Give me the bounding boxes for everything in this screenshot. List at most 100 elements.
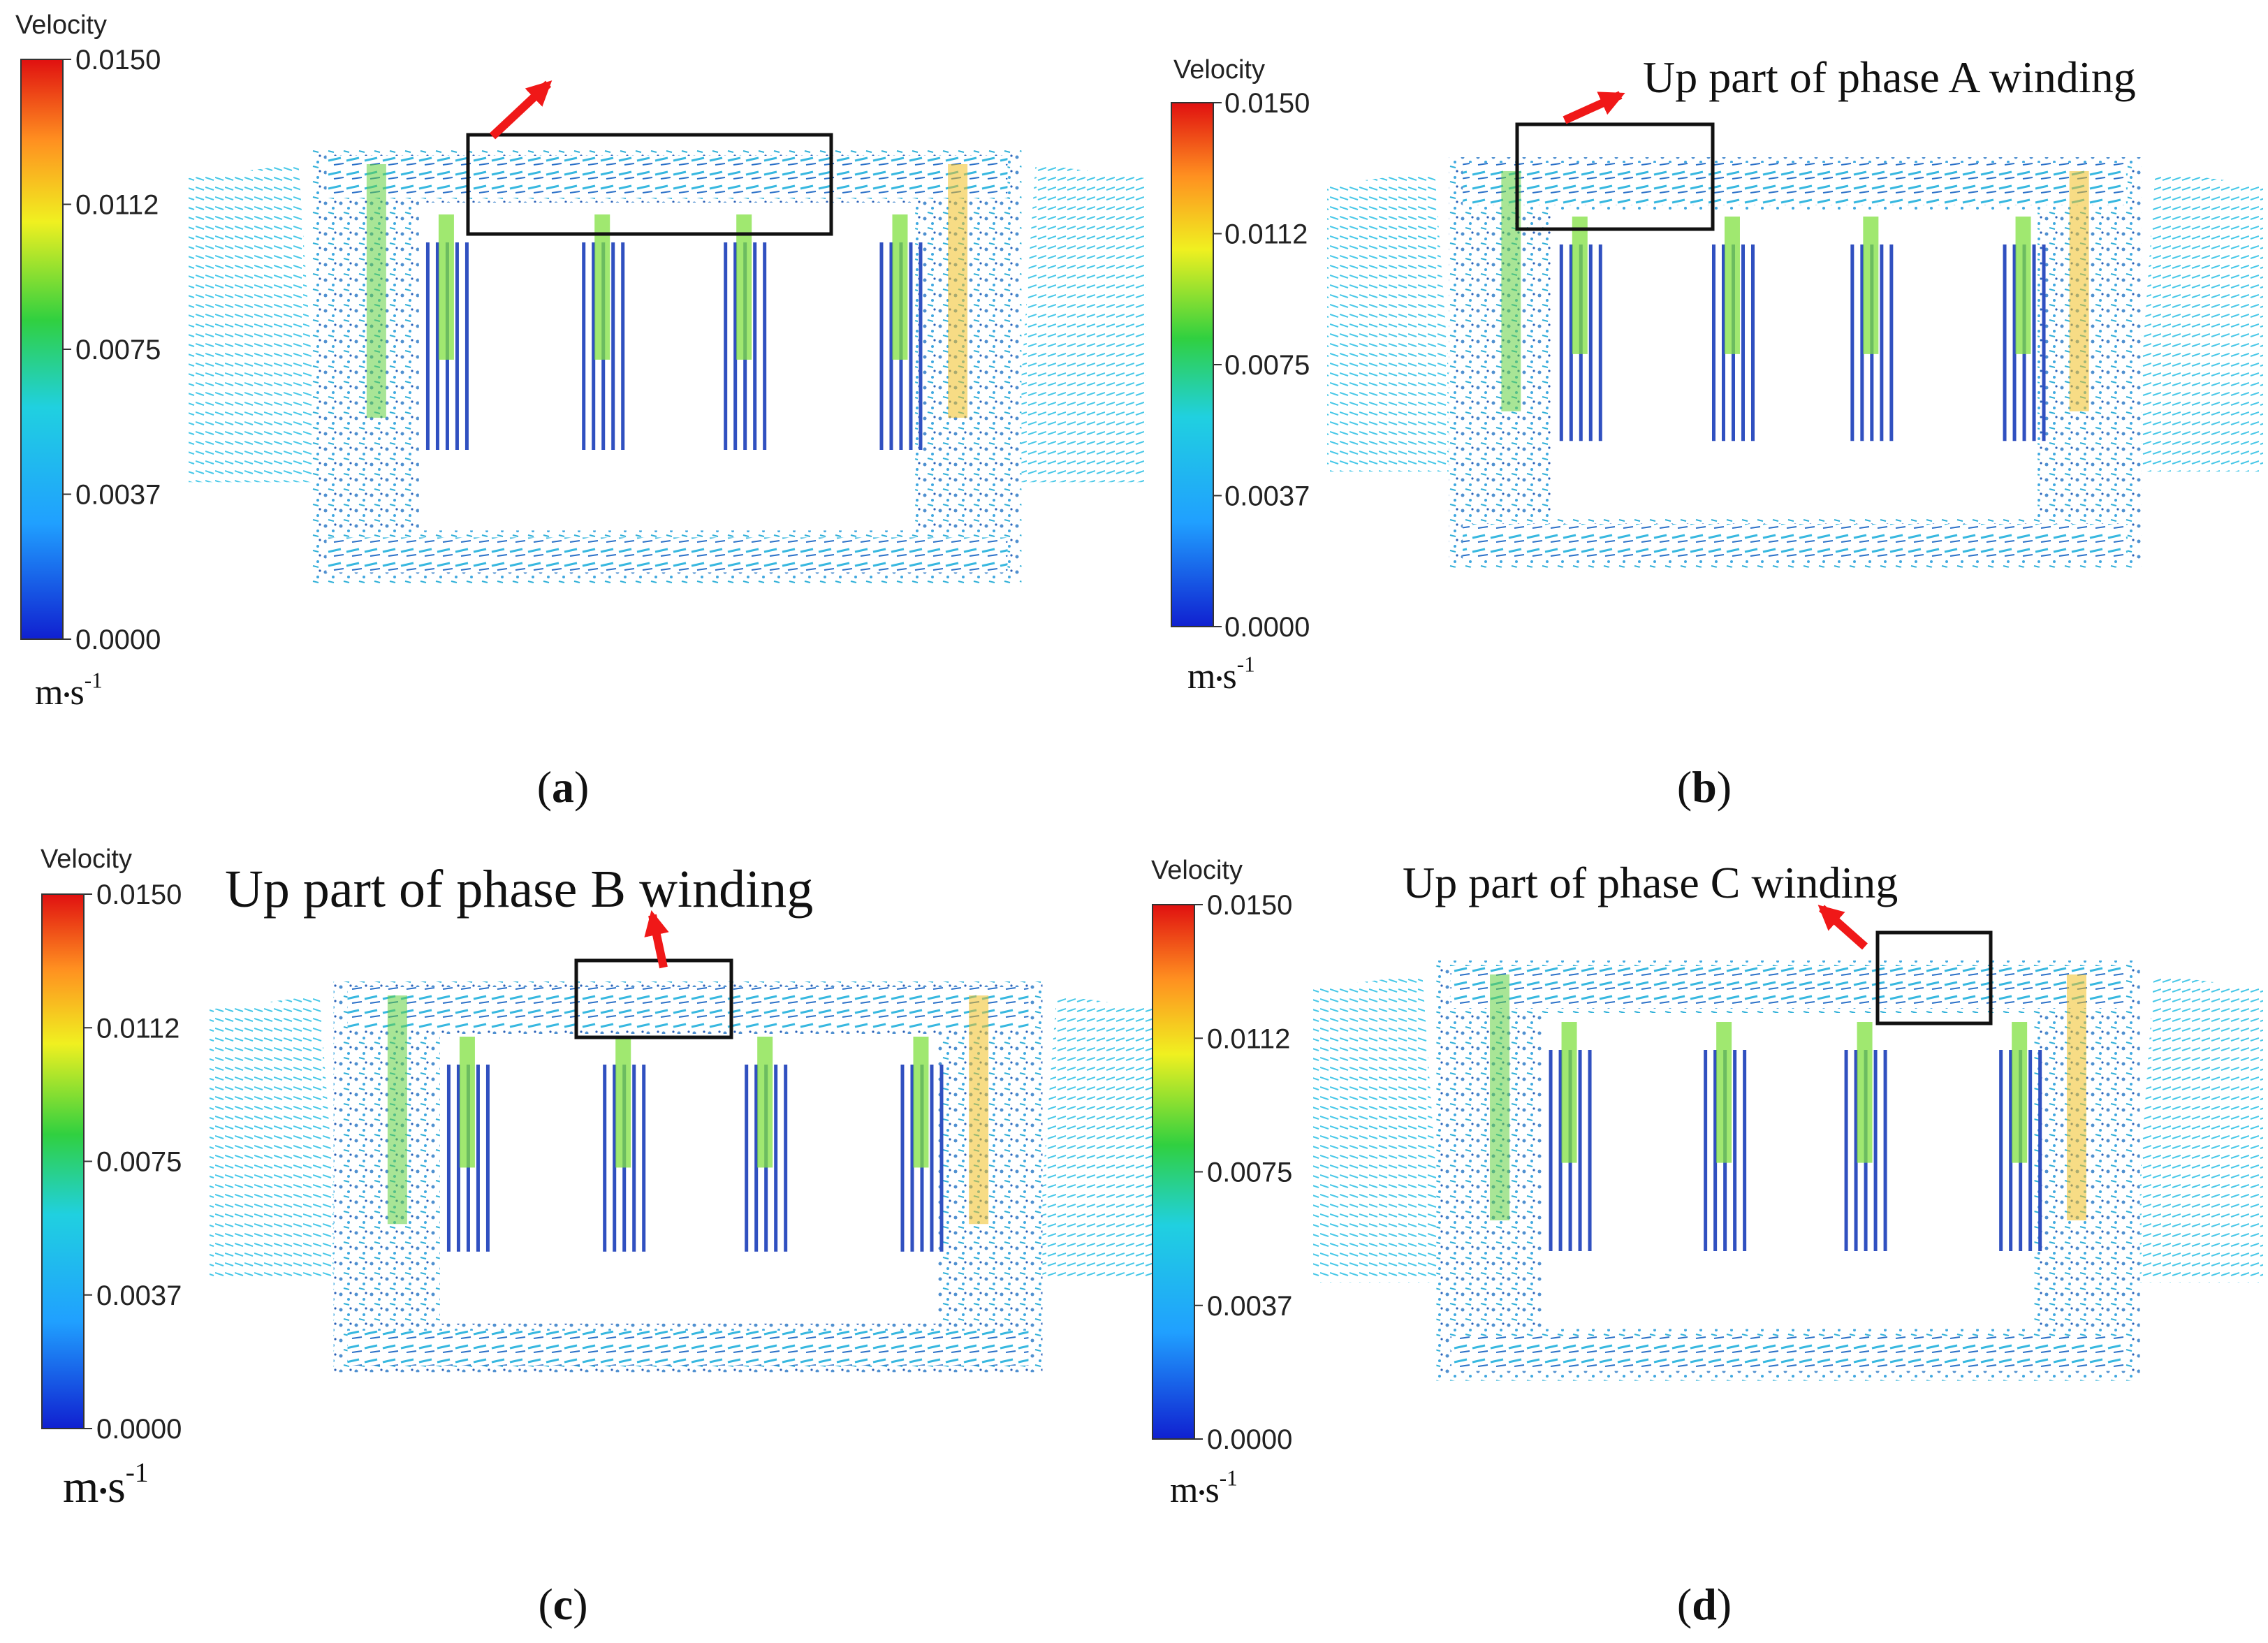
colorbar-tick-label: 0.0037 xyxy=(75,480,161,511)
highlight-box xyxy=(1875,930,1993,1025)
winding-plume xyxy=(438,214,454,360)
panel-caption: (c) xyxy=(538,1579,587,1629)
winding-conductor xyxy=(724,242,728,450)
winding-2 xyxy=(1704,1022,1747,1251)
winding-conductor xyxy=(1588,1050,1592,1251)
colorbar-tick-label: 0.0150 xyxy=(1207,890,1292,921)
caption-open: ( xyxy=(1677,1579,1692,1629)
winding-plume xyxy=(1724,217,1740,354)
caption-close: ) xyxy=(1717,1579,1732,1629)
winding-conductor xyxy=(2028,1050,2033,1251)
caption-close: ) xyxy=(573,1579,587,1629)
winding-conductor xyxy=(1704,1050,1708,1251)
velocity-vector-field xyxy=(210,981,1166,1373)
colorbar-tick-label: 0.0037 xyxy=(1207,1291,1292,1322)
caption-letter: d xyxy=(1692,1579,1717,1629)
highlight-arrow xyxy=(1817,905,1868,950)
highlight-arrow xyxy=(1563,91,1625,124)
colorbar-tick-label: 0.0075 xyxy=(1207,1158,1292,1188)
winding-conductor xyxy=(632,1065,636,1252)
winding-conductor xyxy=(1854,1050,1858,1251)
winding-conductor xyxy=(1750,244,1755,441)
side-flow-plume xyxy=(969,995,989,1225)
winding-3 xyxy=(745,1037,788,1252)
winding-conductor xyxy=(930,1065,934,1252)
top-oil-duct xyxy=(1463,163,2128,205)
unit-s: s xyxy=(1222,657,1236,696)
colorbar xyxy=(1152,904,1195,1440)
colorbar xyxy=(1171,102,1214,627)
unit-dot: • xyxy=(98,1477,108,1505)
unit-exponent: -1 xyxy=(126,1456,149,1487)
winding-conductor xyxy=(1559,244,1563,441)
winding-3 xyxy=(1850,217,1894,441)
colorbar xyxy=(20,59,64,640)
legend-title: Velocity xyxy=(41,845,132,874)
colorbar-tick-label: 0.0000 xyxy=(1224,612,1310,643)
winding-conductor xyxy=(1999,1050,2003,1251)
colorbar-tick-label: 0.0000 xyxy=(1207,1424,1292,1455)
winding-conductor xyxy=(2003,244,2007,441)
side-flow-plume xyxy=(2069,171,2089,411)
core-window xyxy=(1542,1013,2035,1329)
velocity-legend: Velocity0.01500.01120.00750.00370.0000m•… xyxy=(1151,856,1292,1510)
winding-plume xyxy=(892,214,908,360)
winding-conductor xyxy=(910,1065,914,1252)
colorbar-tick-label: 0.0112 xyxy=(1207,1023,1290,1054)
winding-1 xyxy=(1549,1022,1592,1251)
panel-caption: (a) xyxy=(537,762,590,812)
colorbar-tick-label: 0.0000 xyxy=(75,625,161,655)
core-window xyxy=(418,203,916,531)
winding-plume xyxy=(1572,217,1588,354)
winding-conductor xyxy=(909,242,913,450)
winding-conductor xyxy=(642,1065,646,1252)
top-oil-duct xyxy=(1450,966,2126,1008)
legend-title: Velocity xyxy=(15,10,107,40)
velocity-legend: Velocity0.01500.01120.00750.00370.0000m•… xyxy=(15,10,161,713)
winding-plume xyxy=(615,1037,631,1168)
caption-letter: a xyxy=(552,762,574,812)
unit-s: s xyxy=(1205,1470,1219,1510)
winding-plume xyxy=(2015,217,2031,354)
side-flow-plume xyxy=(366,164,386,418)
core-window xyxy=(439,1034,937,1324)
winding-plume xyxy=(913,1037,929,1168)
inlet-flow-right xyxy=(2132,974,2263,1283)
velocity-vector-field xyxy=(1327,157,2263,568)
winding-conductor xyxy=(1850,244,1854,441)
unit-exponent: -1 xyxy=(85,669,103,693)
winding-conductor xyxy=(2032,244,2036,441)
winding-3 xyxy=(1844,1022,1887,1251)
unit-base: m xyxy=(63,1461,98,1512)
winding-plume xyxy=(1863,217,1879,354)
winding-conductor xyxy=(919,242,923,450)
winding-conductor xyxy=(774,1065,778,1252)
winding-conductor xyxy=(939,1065,944,1252)
winding-conductor xyxy=(1889,244,1894,441)
colorbar-tick-label: 0.0112 xyxy=(1224,219,1308,250)
winding-conductor xyxy=(1844,1050,1848,1251)
velocity-vector-field xyxy=(189,150,1146,584)
panel-annotation: Up part of phase A winding xyxy=(1643,52,2136,102)
inlet-flow-left xyxy=(1327,171,1456,472)
colorbar-tick-label: 0.0150 xyxy=(96,879,182,910)
winding-plume xyxy=(1561,1022,1577,1163)
winding-conductor xyxy=(435,242,439,450)
unit-base: m xyxy=(35,673,63,713)
winding-2 xyxy=(582,214,625,450)
inlet-flow-left xyxy=(1313,974,1444,1283)
winding-conductor xyxy=(613,1065,617,1252)
winding-2 xyxy=(603,1037,646,1252)
panel-c: Velocity0.01500.01120.00750.00370.0000m•… xyxy=(41,845,1166,1629)
winding-plume xyxy=(757,1037,773,1168)
caption-open: ( xyxy=(538,1579,553,1629)
winding-conductor xyxy=(611,242,615,450)
winding-conductor xyxy=(2009,1050,2013,1251)
inlet-flow-left xyxy=(189,164,320,483)
highlight-box xyxy=(466,133,833,236)
winding-conductor xyxy=(879,242,884,450)
winding-2 xyxy=(1711,217,1755,441)
unit-s: s xyxy=(108,1461,126,1512)
caption-letter: c xyxy=(553,1579,573,1629)
highlight-arrow xyxy=(489,80,553,140)
